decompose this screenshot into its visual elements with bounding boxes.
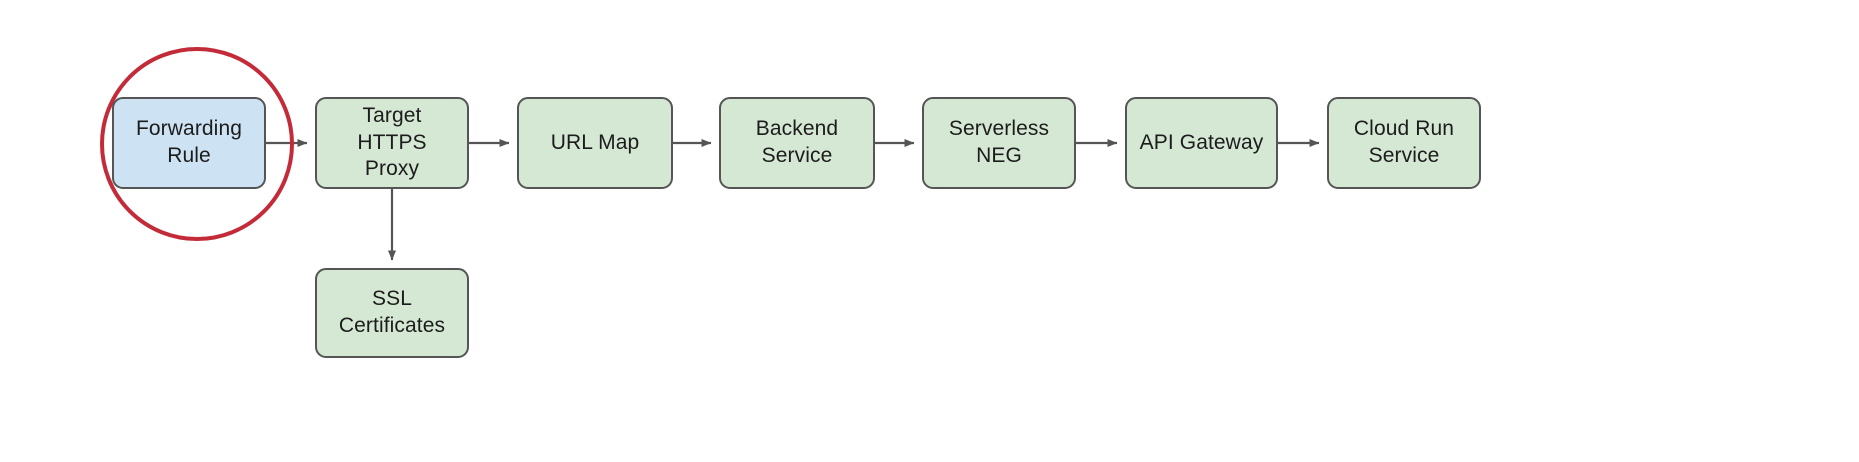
node-serverless-neg[interactable]: Serverless NEG (922, 97, 1076, 189)
node-forwarding-rule[interactable]: Forwarding Rule (112, 97, 266, 189)
node-cloud-run-service[interactable]: Cloud Run Service (1327, 97, 1481, 189)
node-target-https-proxy[interactable]: Target HTTPS Proxy (315, 97, 469, 189)
highlight-circle-annotation (100, 47, 294, 241)
node-url-map[interactable]: URL Map (517, 97, 673, 189)
node-backend-service[interactable]: Backend Service (719, 97, 875, 189)
node-api-gateway[interactable]: API Gateway (1125, 97, 1278, 189)
node-ssl-certificates[interactable]: SSL Certificates (315, 268, 469, 358)
